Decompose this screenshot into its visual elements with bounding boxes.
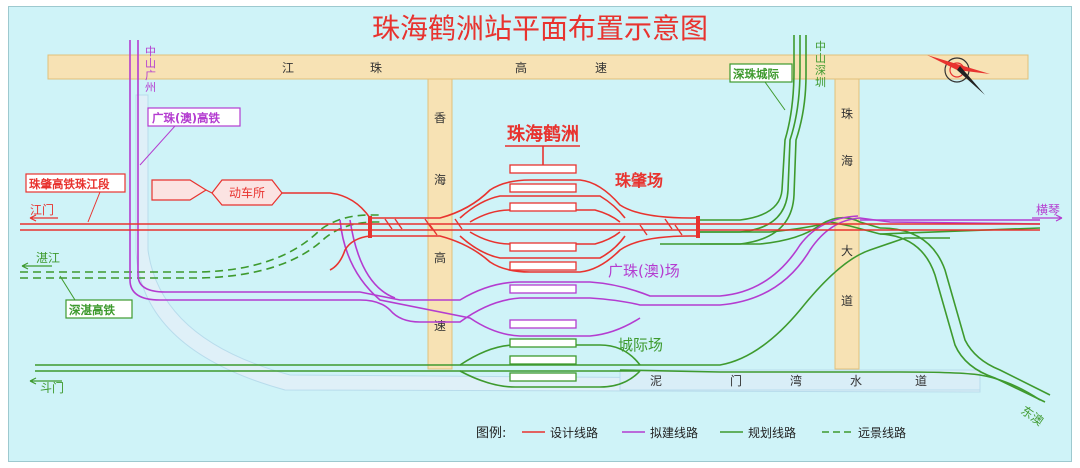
platform-green-1 <box>509 338 577 348</box>
platform-red-4 <box>509 242 577 252</box>
road-label-nimen-5: 道 <box>915 374 927 388</box>
platform-red-3 <box>509 202 577 212</box>
road-label-jiangzhu-4: 速 <box>595 61 607 75</box>
road-label-jiangzhu-2: 珠 <box>370 61 382 75</box>
platform-purple-2 <box>509 319 577 329</box>
road-label-xianghai-4: 速 <box>434 319 446 333</box>
dir-zhongshan-left-3: 广 <box>145 69 156 82</box>
diagram-title: 珠海鹤洲站平面布置示意图 <box>372 12 708 45</box>
label-shenzhan-rail: 深湛高铁 <box>69 303 115 317</box>
dir-zhongshan-right-1: 中 <box>815 40 826 53</box>
road-label-nimen-2: 门 <box>730 373 742 388</box>
legend: 图例: 设计线路 拟建线路 规划线路 远景线路 <box>476 425 906 441</box>
dir-zhongshan-right-4: 圳 <box>815 76 826 89</box>
label-guangzhu-rail: 广珠(澳)高铁 <box>152 111 221 125</box>
station-name: 珠海鹤洲 <box>507 123 579 145</box>
dir-zhongshan-right-3: 深 <box>815 64 826 77</box>
dir-zhongshan-left-1: 中 <box>145 45 156 58</box>
road-label-jiangzhu-3: 高 <box>515 60 527 75</box>
purple-lines <box>129 40 1041 337</box>
road-label-xianghai-2: 海 <box>434 172 446 187</box>
green-lines <box>35 35 1051 403</box>
yard-label-guangzhu: 广珠(澳)场 <box>608 262 680 280</box>
platform-red-1 <box>509 164 577 174</box>
dir-zhongshan-left-4: 州 <box>145 81 156 94</box>
dir-jiangmen: 江门 <box>30 202 54 217</box>
road-label-zhuhai-4: 道 <box>841 294 853 308</box>
road-nimen <box>619 369 981 391</box>
platform-green-2 <box>509 355 577 365</box>
label-box-shenzhu-intercity <box>729 63 793 83</box>
platform-red-2 <box>509 183 577 193</box>
dir-zhanjiang: 湛江 <box>36 251 60 265</box>
road-label-nimen-3: 湾 <box>790 373 802 388</box>
road-label-zhuhai-2: 海 <box>841 153 853 168</box>
yard-label-zhuzhao: 珠肇场 <box>615 171 663 190</box>
road-label-zhuhai-3: 大 <box>841 244 853 258</box>
legend-label-planned: 拟建线路 <box>650 425 698 440</box>
north-arrow-icon <box>927 55 990 95</box>
legend-label-design: 设计线路 <box>550 425 598 440</box>
road-label-zhuhai-1: 珠 <box>841 107 853 121</box>
red-switches <box>384 218 683 236</box>
depot-label: 动车所 <box>229 185 265 200</box>
red-lines <box>20 179 1040 273</box>
platform-red-5 <box>509 261 577 271</box>
road-label-xianghai-1: 香 <box>434 111 446 125</box>
depot-shape <box>151 179 208 201</box>
road-label-jiangzhu-1: 江 <box>282 61 294 75</box>
depot-link <box>205 189 213 194</box>
road-label-xianghai-3: 高 <box>434 250 446 265</box>
label-shenzhu-intercity: 深珠城际 <box>733 67 779 81</box>
legend-title: 图例: <box>476 426 506 441</box>
road-label-nimen-1: 泥 <box>650 374 662 388</box>
label-box-guangzhu-rail <box>147 107 241 127</box>
road-jiangzhu <box>47 54 1029 80</box>
red-bumper-right <box>696 216 700 238</box>
water-channel <box>135 94 981 393</box>
label-box-zhuzhao-rail <box>25 173 126 193</box>
dir-hengqin: 横琴 <box>1036 203 1060 217</box>
legend-label-future: 远景线路 <box>858 425 906 440</box>
red-bumper-left <box>368 216 372 238</box>
dir-zhongshan-right-2: 山 <box>815 52 826 65</box>
dir-zhongshan-left-2: 山 <box>145 57 156 70</box>
yard-label-intercity: 城际场 <box>618 336 663 354</box>
platform-purple-1 <box>509 284 577 294</box>
legend-label-planning: 规划线路 <box>748 425 796 440</box>
dir-dongao: 东澳 <box>1018 403 1046 428</box>
platforms <box>509 164 577 382</box>
label-zhuzhao-rail: 珠肇高铁珠江段 <box>29 177 110 191</box>
road-label-nimen-4: 水 <box>850 374 862 388</box>
label-box-shenzhan-rail <box>65 299 133 319</box>
dir-doumen: 斗门 <box>40 380 64 395</box>
platform-green-3 <box>509 372 577 382</box>
